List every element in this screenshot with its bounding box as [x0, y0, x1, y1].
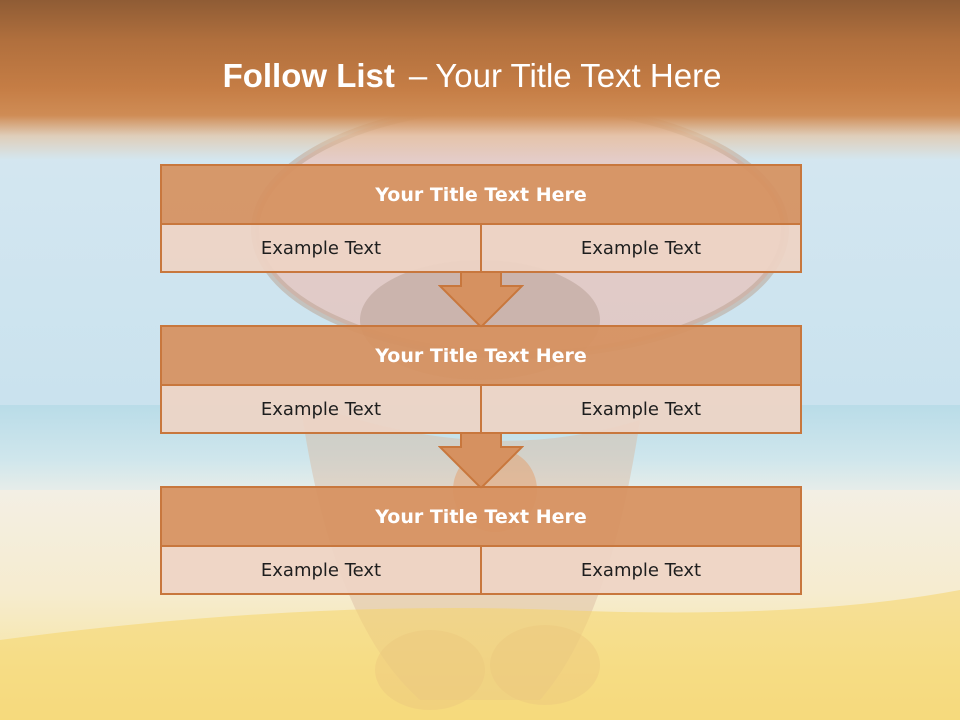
step-row: Example Text Example Text	[162, 545, 800, 593]
step-cell-left: Example Text	[162, 225, 480, 271]
title-dash: –	[408, 57, 428, 94]
step-title: Your Title Text Here	[162, 488, 800, 545]
follow-step-2: Your Title Text Here Example Text Exampl…	[160, 325, 802, 434]
step-title: Your Title Text Here	[162, 327, 800, 384]
down-arrow-icon	[438, 271, 524, 329]
title-rest: Your Title Text Here	[435, 57, 722, 94]
follow-step-3: Your Title Text Here Example Text Exampl…	[160, 486, 802, 595]
step-cell-left: Example Text	[162, 386, 480, 432]
header-band	[0, 0, 960, 160]
slide-title: Follow List–Your Title Text Here	[0, 55, 944, 97]
step-cell-right: Example Text	[480, 386, 800, 432]
follow-step-1: Your Title Text Here Example Text Exampl…	[160, 164, 802, 273]
step-row: Example Text Example Text	[162, 384, 800, 432]
step-cell-right: Example Text	[480, 225, 800, 271]
step-row: Example Text Example Text	[162, 223, 800, 271]
step-title: Your Title Text Here	[162, 166, 800, 223]
down-arrow-icon	[438, 432, 524, 490]
step-cell-right: Example Text	[480, 547, 800, 593]
step-cell-left: Example Text	[162, 547, 480, 593]
title-bold-part: Follow List	[222, 57, 395, 94]
